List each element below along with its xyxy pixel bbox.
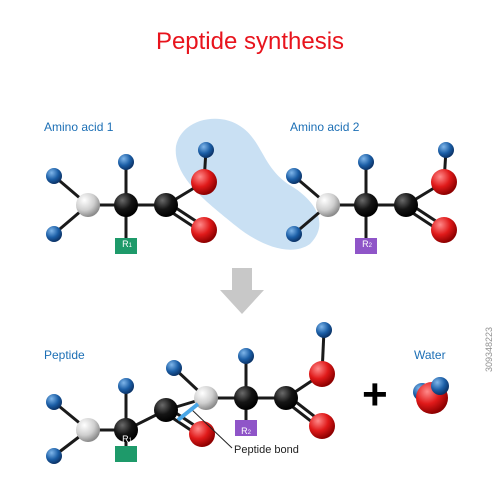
oxygen-atom [431,169,457,195]
oxygen-atom [191,169,217,195]
stock-id-watermark: 309348223 [484,326,494,372]
side-chain-boxes [115,238,377,462]
nitrogen-atom [316,193,340,217]
nitrogen-atom [194,386,218,410]
carbon-atom [234,386,258,410]
oxygen-atom [309,413,335,439]
carbon-atom [354,193,378,217]
amino-acid-2-label: Amino acid 2 [290,120,360,134]
hydrogen-atom [46,394,62,410]
atoms [46,142,457,464]
peptide-label: Peptide [44,348,85,362]
oxygen-atom [191,217,217,243]
r1-label: R1 [122,239,132,249]
hydrogen-atom [238,348,254,364]
carbon-atom [154,193,178,217]
carbon-atom [394,193,418,217]
hydrogen-atom [46,448,62,464]
r2-box [355,238,377,254]
diagram-title: Peptide synthesis [155,28,345,55]
water-hydrogen-atom [431,377,449,395]
hydrogen-atom [166,360,182,376]
water-label: Water [414,348,446,362]
hydrogen-atom [438,142,454,158]
hydrogen-atom [46,168,62,184]
carbon-atom [114,418,138,442]
nitrogen-atom [76,418,100,442]
carbon-atom [114,193,138,217]
oxygen-atom [309,361,335,387]
peptide-r1-box [115,446,137,462]
peptide-r2-label: R2 [241,426,251,436]
hydrogen-atom [358,154,374,170]
plus-sign: + [362,370,388,419]
peptide-bond-leader [189,407,233,449]
water-molecule [413,377,449,414]
hydrogen-atom [46,226,62,242]
peptide-bond-highlight [176,402,200,422]
oxygen-atom [189,421,215,447]
peptide-bond-label: Peptide bond [234,444,299,456]
carbon-atom [274,386,298,410]
hydrogen-atom [286,226,302,242]
hydrogen-atom [286,168,302,184]
r1-box [115,238,137,254]
hydrogen-atom [198,142,214,158]
oxygen-atom [431,217,457,243]
hydrogen-atom [118,154,134,170]
peptide-r1-label: R1 [122,434,132,444]
reaction-arrow [220,268,264,314]
amino-acid-1-label: Amino acid 1 [44,120,114,134]
hydrogen-atom [118,378,134,394]
hydrogen-atom [316,322,332,338]
nitrogen-atom [76,193,100,217]
carbon-atom [154,398,178,422]
peptide-r2-box [235,420,257,436]
r2-label: R2 [362,239,372,249]
